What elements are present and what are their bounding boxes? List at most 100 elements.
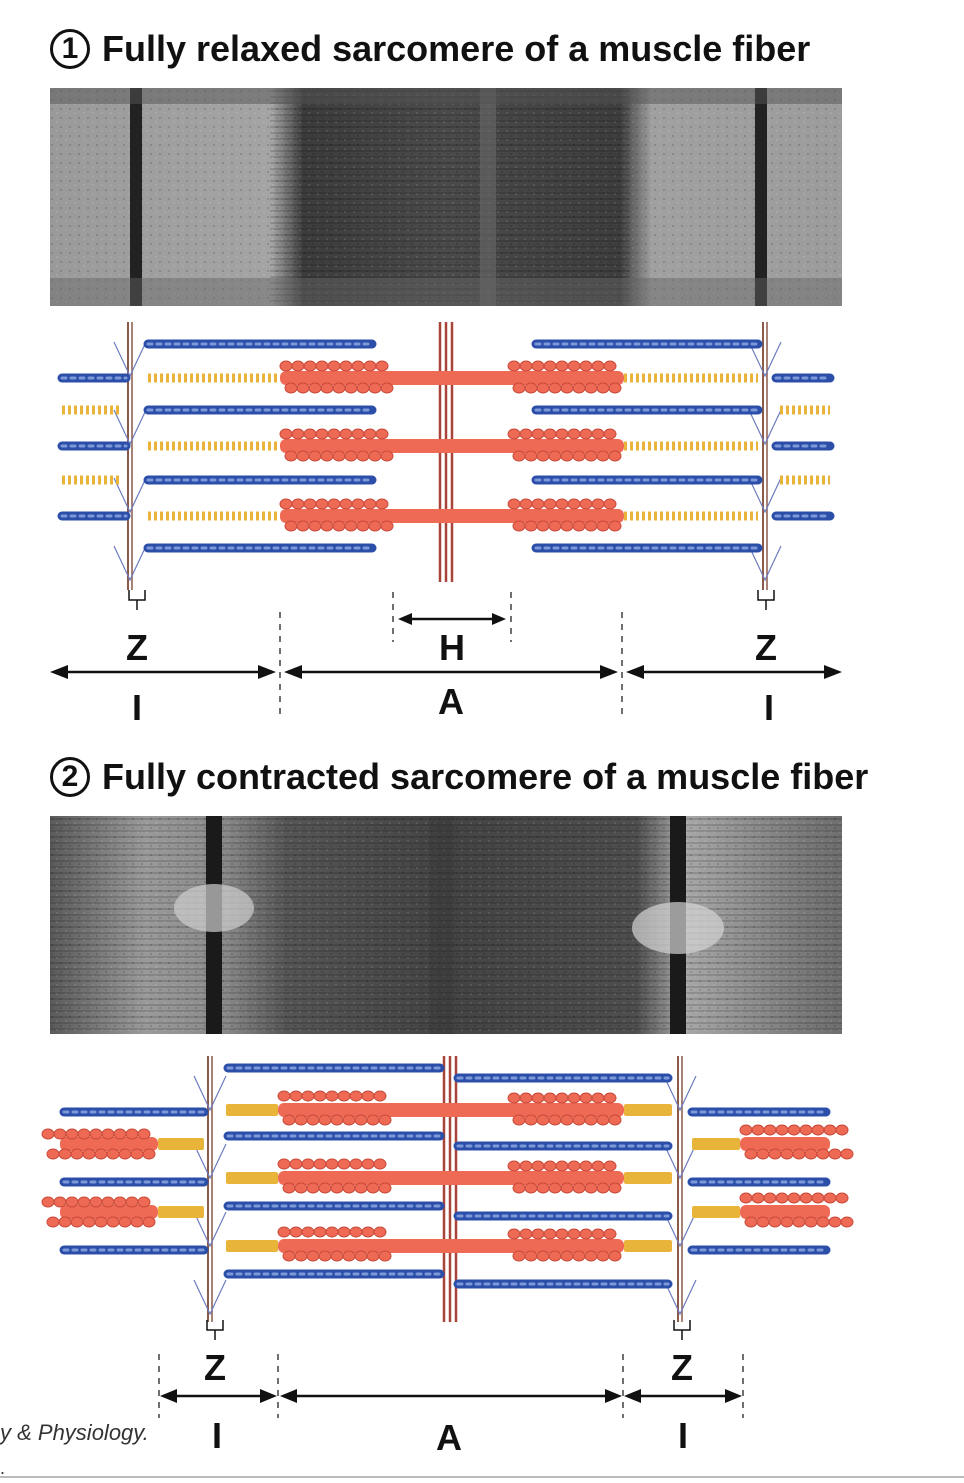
panel2-number: 2 (50, 757, 90, 797)
contracted-measurements (158, 1320, 744, 1418)
myosin-shaft (280, 439, 624, 453)
myosin-head (53, 1128, 67, 1140)
contracted-filaments (41, 1056, 854, 1322)
myosin-head (301, 1090, 315, 1102)
myosin-head (572, 382, 586, 394)
myosin-head (536, 382, 550, 394)
myosin-head (579, 1228, 593, 1240)
myosin-head (768, 1216, 782, 1228)
titin-compressed (226, 1172, 278, 1184)
myosin-head (342, 1114, 356, 1126)
myosin-head (58, 1148, 72, 1160)
titin-compressed (624, 1104, 672, 1116)
myosin-head (524, 1182, 538, 1194)
z-disc-line (193, 1056, 227, 1322)
myosin-head (596, 450, 610, 462)
myosin-head (330, 1182, 344, 1194)
a-band-label: A (438, 681, 464, 722)
myosin-head (608, 382, 622, 394)
myosin-head (375, 498, 389, 510)
myosin-head (320, 450, 334, 462)
myosin-head (560, 1182, 574, 1194)
myosin-head (603, 1160, 617, 1172)
myosin-head (130, 1216, 144, 1228)
z-disc-zigzag (113, 341, 147, 378)
myosin-head (603, 428, 617, 440)
myosin-head (512, 1250, 526, 1262)
i-band-right-label: I (764, 687, 774, 728)
z-left-label: Z (126, 627, 148, 668)
myosin-head (555, 1228, 569, 1240)
i-band-left-label: I (212, 1415, 222, 1456)
myosin-head (608, 520, 622, 532)
z-disc-zigzag (663, 1143, 697, 1180)
myosin-head (567, 1092, 581, 1104)
myosin-head (378, 1114, 392, 1126)
myosin-head (543, 1160, 557, 1172)
myosin-head (368, 520, 382, 532)
myosin-head (804, 1216, 818, 1228)
myosin-head (560, 520, 574, 532)
myosin-head (519, 1092, 533, 1104)
myosin-head (560, 1114, 574, 1126)
myosin-head (325, 1090, 339, 1102)
myosin-head (130, 1148, 144, 1160)
myosin-head (560, 450, 574, 462)
myosin-head (816, 1216, 830, 1228)
myosin-head (780, 1216, 794, 1228)
myosin-head (363, 498, 377, 510)
z-disc-zigzag (748, 409, 782, 446)
myosin-head (65, 1196, 79, 1208)
z-disc-zigzag (663, 1279, 697, 1316)
panel2-title: 2 Fully contracted sarcomere of a muscle… (50, 756, 868, 798)
myosin-head (380, 520, 394, 532)
myosin-head (380, 450, 394, 462)
myosin-head (799, 1124, 813, 1136)
myosin-head (572, 1114, 586, 1126)
myosin-head (337, 1158, 351, 1170)
myosin-head (282, 1114, 296, 1126)
myosin-head (375, 428, 389, 440)
myosin-head (330, 1250, 344, 1262)
myosin-head (366, 1182, 380, 1194)
myosin-head (315, 360, 329, 372)
myosin-head (332, 520, 346, 532)
myosin-thick-filament (279, 498, 624, 532)
myosin-head (567, 498, 581, 510)
myosin-head (339, 360, 353, 372)
myosin-head (799, 1192, 813, 1204)
myosin-head (106, 1216, 120, 1228)
myosin-head (354, 1182, 368, 1194)
myosin-shaft (740, 1205, 830, 1219)
myosin-head (327, 498, 341, 510)
titin-compressed (158, 1138, 204, 1150)
myosin-head (294, 1182, 308, 1194)
contracted-diagram: Z Z I A I (0, 1040, 964, 1460)
myosin-head (596, 1114, 610, 1126)
myosin-head (356, 450, 370, 462)
myosin-head (787, 1124, 801, 1136)
myosin-head (507, 360, 521, 372)
myosin-head (41, 1196, 55, 1208)
myosin-head (94, 1148, 108, 1160)
myosin-head (603, 498, 617, 510)
z-disc-zigzag (113, 545, 147, 582)
z-disc-line (748, 322, 782, 590)
myosin-head (344, 520, 358, 532)
myosin-head (512, 1114, 526, 1126)
myosin-head (524, 1114, 538, 1126)
myosin-head (41, 1128, 55, 1140)
myosin-head (608, 1114, 622, 1126)
myosin-head (584, 1250, 598, 1262)
relaxed-micrograph-image (50, 88, 842, 306)
myosin-head (77, 1196, 91, 1208)
myosin-head (142, 1216, 156, 1228)
myosin-head (351, 428, 365, 440)
myosin-thick-filament (277, 1158, 624, 1194)
myosin-head (320, 520, 334, 532)
myosin-head (512, 1182, 526, 1194)
myosin-shaft (278, 1103, 624, 1117)
myosin-head (284, 450, 298, 462)
myosin-head (756, 1148, 770, 1160)
z-disc-zigzag (748, 477, 782, 514)
